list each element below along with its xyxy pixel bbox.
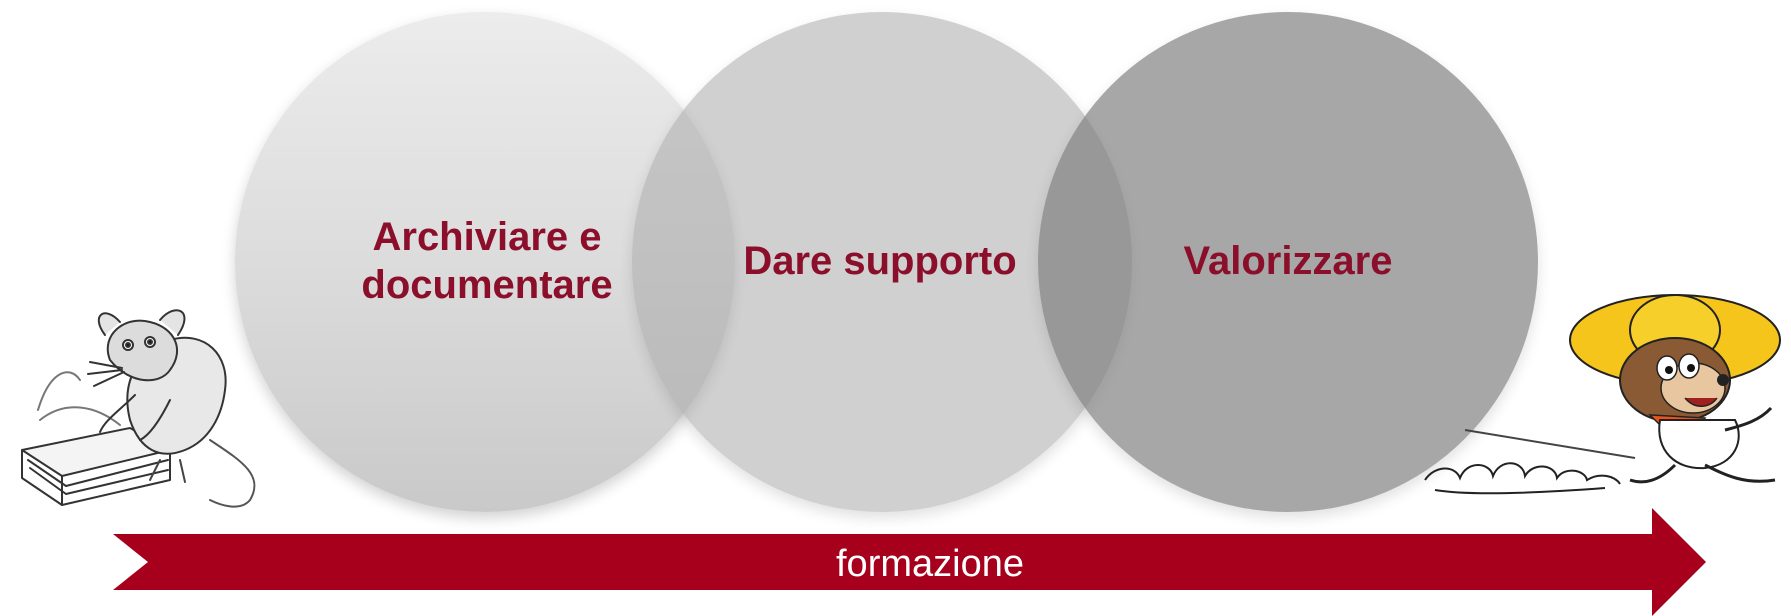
arrow-label: formazione bbox=[836, 543, 1024, 585]
label-archiviare: Archiviare e documentare bbox=[361, 215, 613, 307]
label-dare-supporto: Dare supporto bbox=[743, 239, 1017, 283]
rat-reading-book-icon bbox=[21, 309, 256, 508]
circle-valorizzare bbox=[1038, 12, 1538, 512]
arrow-shape bbox=[113, 508, 1706, 616]
label-valorizzare: Valorizzare bbox=[1183, 239, 1393, 283]
running-mouse-icon bbox=[1424, 294, 1781, 495]
